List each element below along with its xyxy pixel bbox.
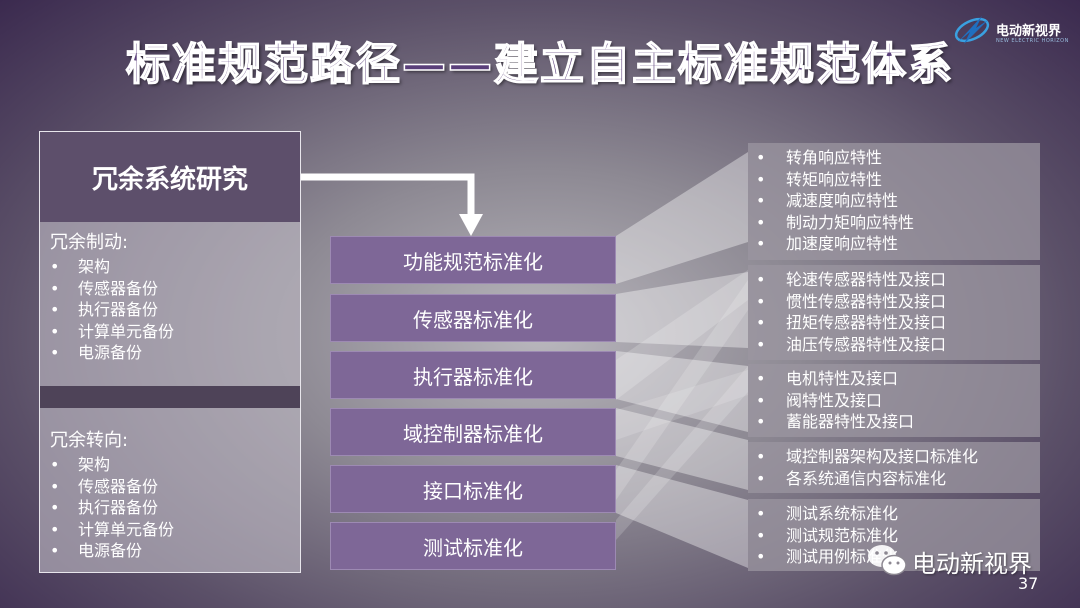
list-item: 制动力矩响应特性: [756, 212, 1040, 234]
std-function: 功能规范标准化: [330, 236, 616, 284]
redundancy-panel: 冗余系统研究 冗余制动: 架构 传感器备份 执行器备份 计算单元备份 电源备份 …: [39, 131, 301, 573]
list-item: 蓄能器特性及接口: [756, 411, 1040, 433]
list-item: 电机特性及接口: [756, 368, 1040, 390]
list-item: 加速度响应特性: [756, 233, 1040, 255]
group-redundant-braking: 冗余制动: 架构 传感器备份 执行器备份 计算单元备份 电源备份: [40, 222, 300, 386]
list-item: 转矩响应特性: [756, 169, 1040, 191]
detail-sensor: 轮速传感器特性及接口 惯性传感器特性及接口 扭矩传感器特性及接口 油压传感器特性…: [748, 265, 1040, 360]
list-item: 计算单元备份: [50, 519, 300, 541]
list-item: 电源备份: [50, 540, 300, 562]
logo-swoosh-icon: [954, 16, 990, 44]
list-item: 油压传感器特性及接口: [756, 334, 1040, 356]
list-item: 传感器备份: [50, 476, 300, 498]
std-domain-controller: 域控制器标准化: [330, 408, 616, 456]
logo-brand-subtext: NEW ELECTRIC HORIZON: [996, 38, 1069, 44]
list-item: 惯性传感器特性及接口: [756, 291, 1040, 313]
group-redundant-steering: 冗余转向: 架构 传感器备份 执行器备份 计算单元备份 电源备份: [40, 408, 300, 572]
list-item: 转角响应特性: [756, 147, 1040, 169]
list-item: 域控制器架构及接口标准化: [756, 446, 1040, 468]
list-item: 执行器备份: [50, 497, 300, 519]
list-item: 传感器备份: [50, 278, 300, 300]
redundancy-header-text: 冗余系统研究: [91, 164, 248, 195]
std-sensor: 传感器标准化: [330, 294, 616, 342]
std-label: 域控制器标准化: [403, 421, 543, 446]
group-title: 冗余转向:: [50, 430, 129, 451]
detail-actuator: 电机特性及接口 阀特性及接口 蓄能器特性及接口: [748, 364, 1040, 437]
page-number: 37: [1018, 574, 1039, 593]
list-item: 减速度响应特性: [756, 190, 1040, 212]
list-item: 各系统通信内容标准化: [756, 468, 1040, 490]
std-test: 测试标准化: [330, 522, 616, 570]
std-label: 传感器标准化: [413, 307, 533, 332]
header-to-function-arrow: [301, 173, 483, 236]
list-item: 架构: [50, 454, 300, 476]
group-title: 冗余制动:: [50, 232, 129, 253]
list-item: 电源备份: [50, 342, 300, 364]
redundancy-header: 冗余系统研究: [40, 132, 300, 222]
list-item: 计算单元备份: [50, 321, 300, 343]
list-item: 测试规范标准化: [756, 525, 1040, 547]
std-label: 功能规范标准化: [403, 249, 543, 274]
list-item: 阀特性及接口: [756, 390, 1040, 412]
group-divider: [40, 386, 300, 408]
fan-connectors: [616, 152, 748, 568]
watermark-text: 电动新视界: [912, 550, 1032, 578]
detail-function: 转角响应特性 转矩响应特性 减速度响应特性 制动力矩响应特性 加速度响应特性: [748, 143, 1040, 260]
list-item: 扭矩传感器特性及接口: [756, 312, 1040, 334]
std-label: 接口标准化: [423, 478, 523, 503]
slide-title: 标准规范路径——建立自主标准规范体系: [125, 38, 954, 91]
watermark: 电动新视界: [866, 542, 1046, 578]
list-item: 执行器备份: [50, 299, 300, 321]
brand-logo: 电动新视界 NEW ELECTRIC HORIZON: [952, 8, 1072, 48]
std-label: 测试标准化: [423, 535, 523, 560]
detail-domain-controller: 域控制器架构及接口标准化 各系统通信内容标准化: [748, 442, 1040, 493]
logo-brand-text: 电动新视界: [996, 24, 1062, 39]
list-item: 架构: [50, 256, 300, 278]
wechat-icon: [868, 545, 907, 576]
list-item: 测试系统标准化: [756, 503, 1040, 525]
std-interface: 接口标准化: [330, 465, 616, 513]
std-label: 执行器标准化: [413, 364, 533, 389]
std-actuator: 执行器标准化: [330, 351, 616, 399]
list-item: 轮速传感器特性及接口: [756, 269, 1040, 291]
